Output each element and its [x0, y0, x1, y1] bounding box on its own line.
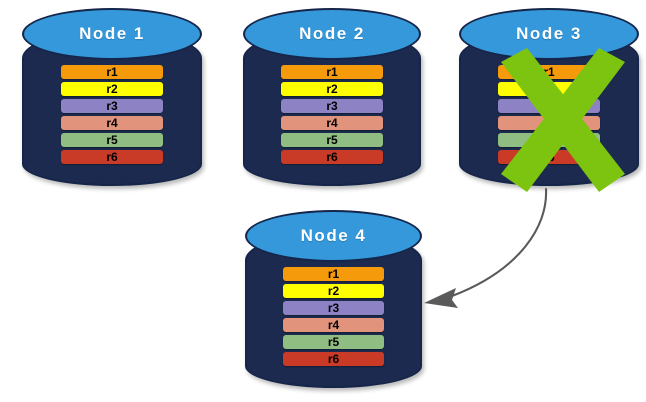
row-r6[interactable]: r6	[281, 150, 383, 164]
row-label: r6	[327, 352, 340, 366]
row-r2[interactable]: r2	[61, 82, 163, 96]
node-title: Node 1	[79, 24, 145, 43]
row-label: r5	[327, 335, 340, 349]
node-cylinder-node1[interactable]: r1 r2 r3 r4 r5 r6 Node 1	[22, 8, 202, 186]
node-cylinder-node2[interactable]: r1 r2 r3 r4 r5 r6 Node 2	[243, 8, 421, 186]
row-label: r2	[326, 82, 338, 96]
row-label: r4	[543, 116, 555, 130]
row-label: r6	[106, 150, 118, 164]
row-r3[interactable]: r3	[498, 99, 600, 113]
row-label: r2	[327, 284, 340, 298]
row-label: r5	[543, 133, 555, 147]
row-r2[interactable]: r2	[283, 284, 384, 298]
row-label: r5	[326, 133, 338, 147]
row-label: r4	[327, 318, 340, 332]
row-r5[interactable]: r5	[283, 335, 384, 349]
row-label: r3	[543, 99, 555, 113]
row-r5[interactable]: r5	[61, 133, 163, 147]
row-label: r1	[106, 65, 118, 79]
row-r4[interactable]: r4	[498, 116, 600, 130]
row-label: r2	[543, 82, 555, 96]
row-r3[interactable]: r3	[281, 99, 383, 113]
cylinder-top-ellipse	[245, 210, 422, 262]
row-r1[interactable]: r1	[281, 65, 383, 79]
row-label: r3	[327, 301, 340, 315]
row-r2[interactable]: r2	[498, 82, 600, 96]
row-label: r4	[106, 116, 118, 130]
row-r5[interactable]: r5	[498, 133, 600, 147]
node-title: Node 2	[299, 24, 365, 43]
node-cylinder-node3[interactable]: r1 r2 r3 r4 r5 r6 Node 3	[459, 8, 639, 186]
row-r1[interactable]: r1	[283, 267, 384, 281]
row-r4[interactable]: r4	[281, 116, 383, 130]
row-label: r3	[106, 99, 118, 113]
row-label: r6	[326, 150, 338, 164]
row-r1[interactable]: r1	[498, 65, 600, 79]
row-label: r2	[106, 82, 118, 96]
row-label: r5	[106, 133, 118, 147]
row-r2[interactable]: r2	[281, 82, 383, 96]
row-r6[interactable]: r6	[283, 352, 384, 366]
row-stack: r1 r2 r3 r4 r5 r6	[243, 8, 421, 186]
row-label: r3	[326, 99, 338, 113]
row-r5[interactable]: r5	[281, 133, 383, 147]
node-title: Node 4	[300, 226, 367, 245]
row-stack: r1 r2 r3 r4 r5 r6	[22, 8, 202, 186]
cylinder-top-ellipse	[243, 8, 421, 60]
row-r6[interactable]: r6	[61, 150, 163, 164]
row-stack: r1 r2 r3 r4 r5 r6	[245, 210, 422, 388]
node-title: Node 3	[516, 24, 582, 43]
row-label: r1	[326, 65, 338, 79]
row-label: r4	[326, 116, 338, 130]
node-cylinder-node4[interactable]: r1 r2 r3 r4 r5 r6 Node 4	[245, 210, 422, 388]
row-r4[interactable]: r4	[61, 116, 163, 130]
row-r4[interactable]: r4	[283, 318, 384, 332]
row-label: r6	[543, 150, 555, 164]
row-label: r1	[543, 65, 555, 79]
row-r3[interactable]: r3	[283, 301, 384, 315]
row-r1[interactable]: r1	[61, 65, 163, 79]
row-label: r1	[327, 267, 340, 281]
row-r6[interactable]: r6	[498, 150, 600, 164]
row-r3[interactable]: r3	[61, 99, 163, 113]
cylinder-top-ellipse	[22, 8, 202, 60]
